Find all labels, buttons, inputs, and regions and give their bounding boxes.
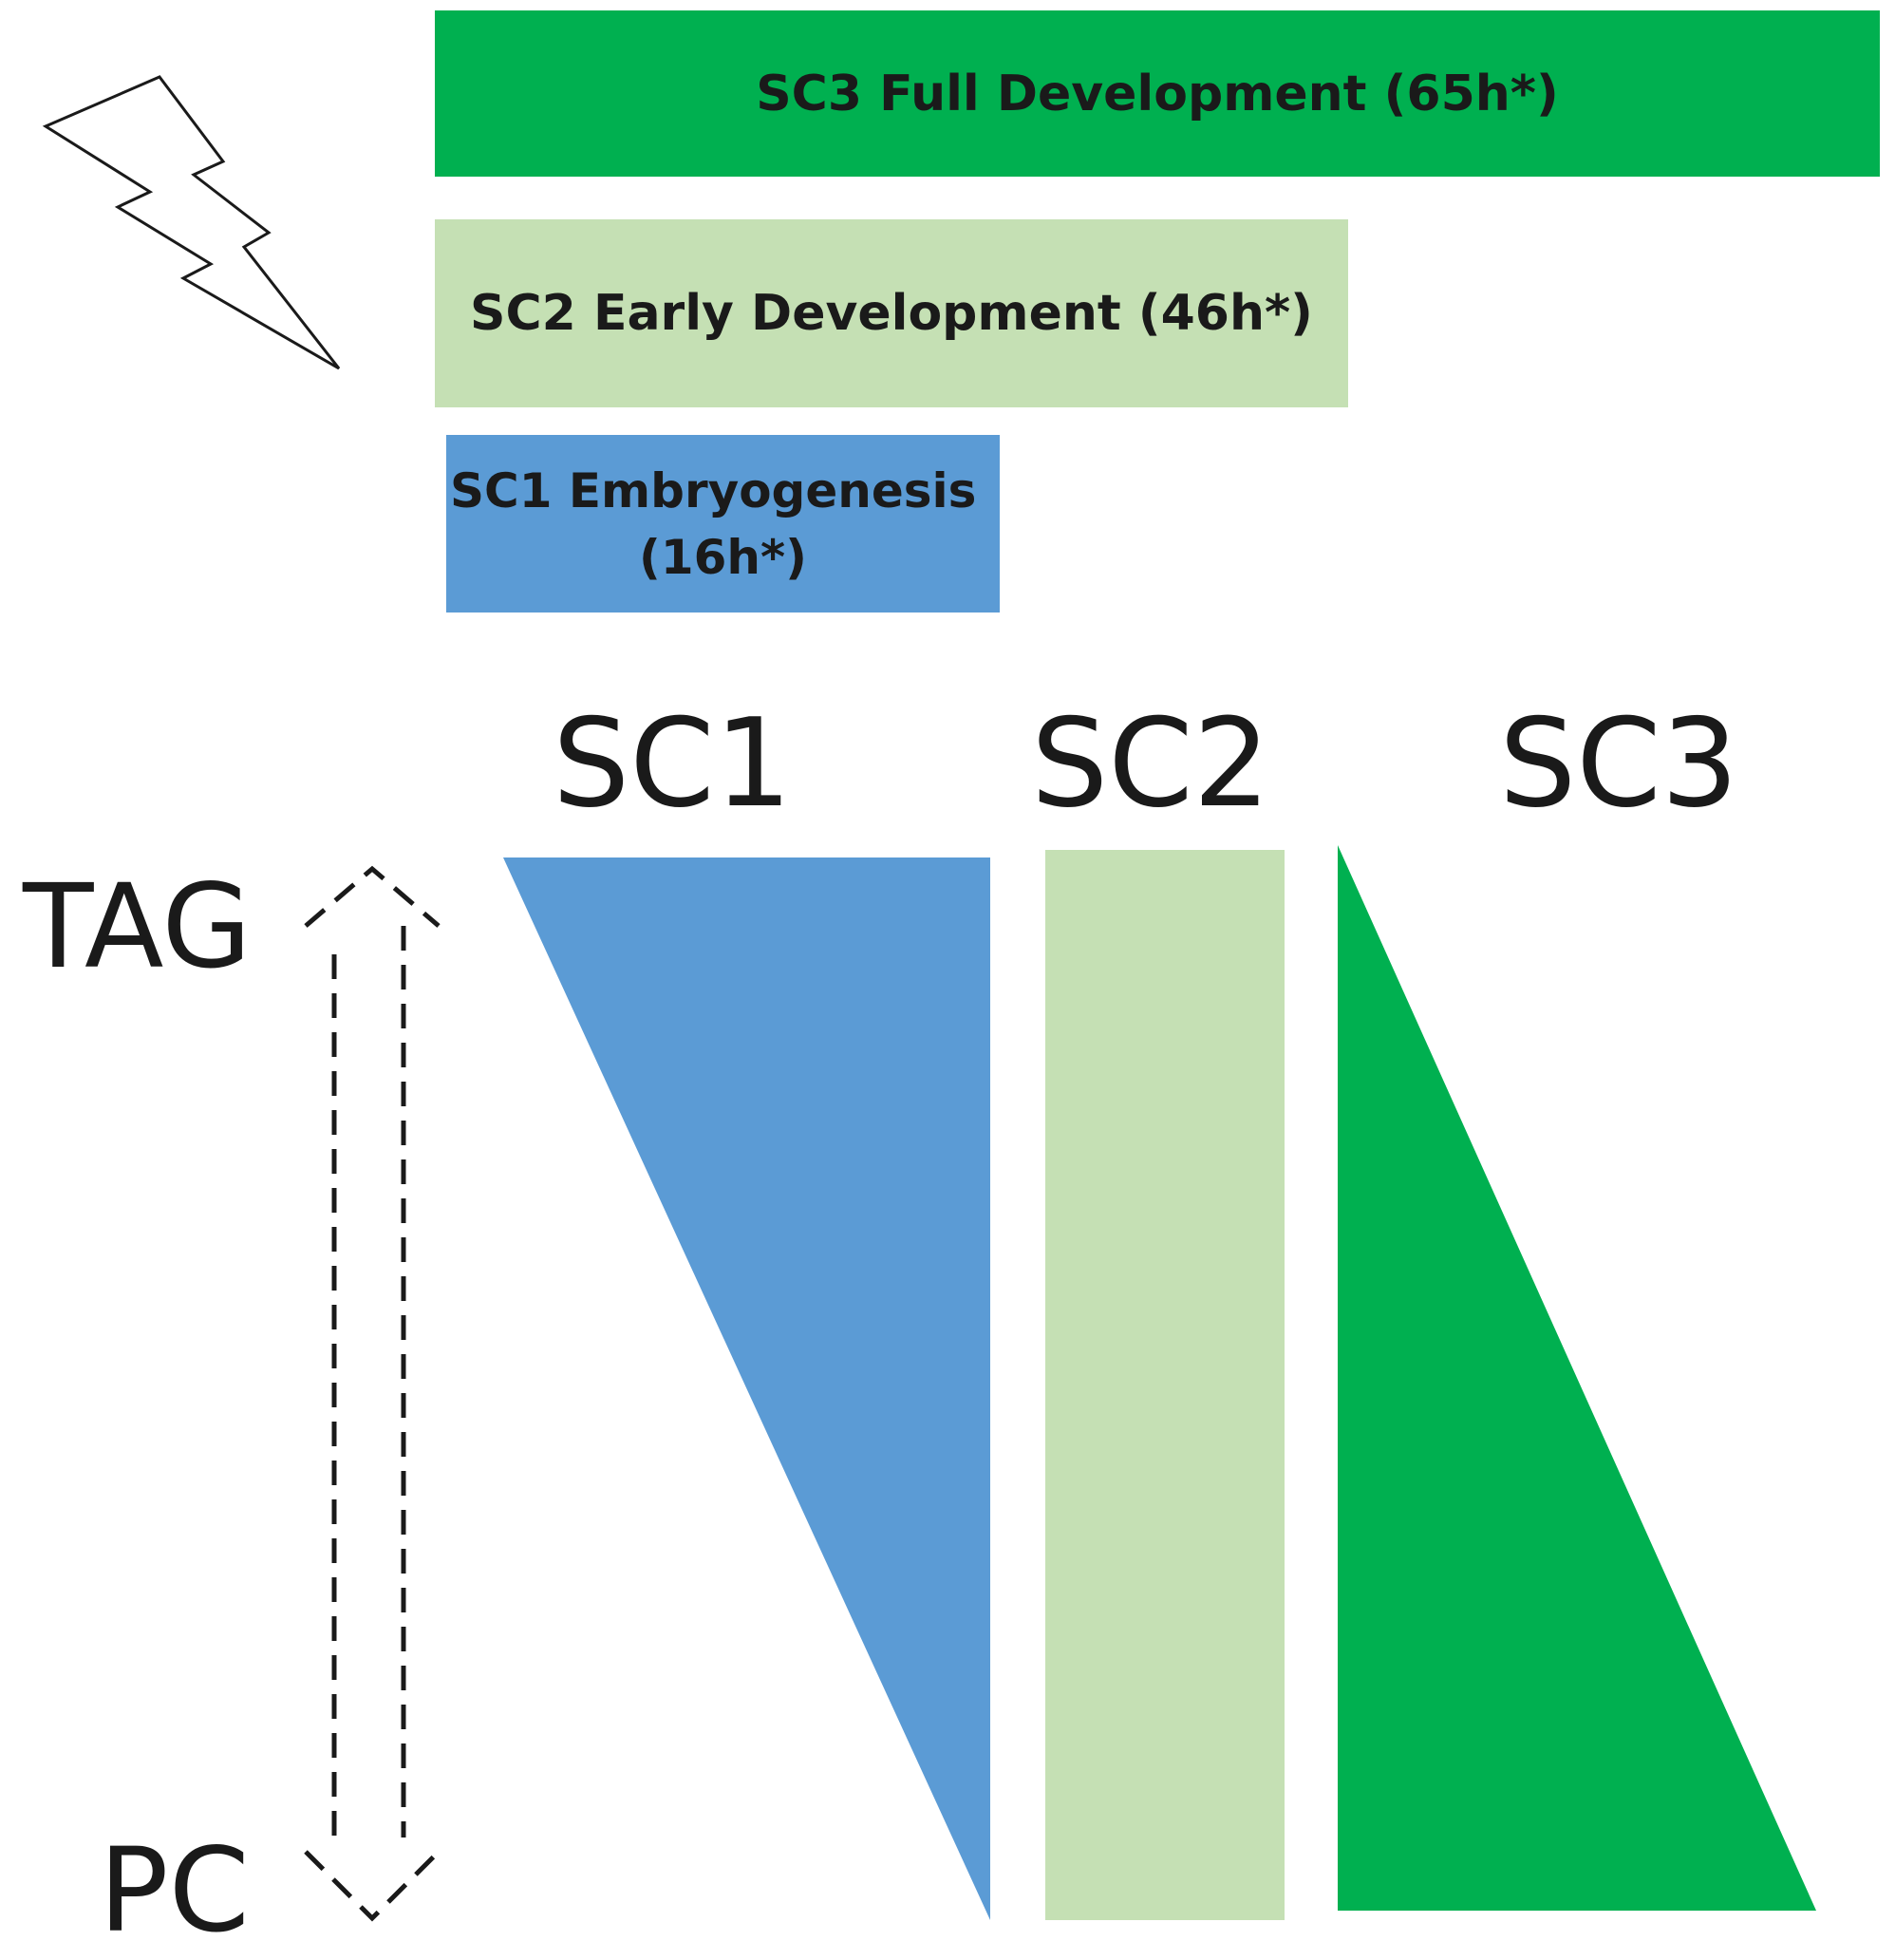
dashed-double-arrow-icon <box>304 865 441 1922</box>
column-label-sc1: SC1 <box>552 693 793 835</box>
sc3-full-development-bar: SC3 Full Development (65h*) <box>435 10 1880 177</box>
sc2-bar-label: SC2 Early Development (46h*) <box>470 285 1313 342</box>
sc3-bar-label: SC3 Full Development (65h*) <box>756 65 1559 122</box>
sc1-embryogenesis-bar: SC1 Embryogenesis (16h*) <box>446 435 1000 612</box>
sc1-triangle <box>503 858 990 1920</box>
column-label-sc2: SC2 <box>1030 693 1271 835</box>
sc2-early-development-bar: SC2 Early Development (46h*) <box>435 219 1348 407</box>
sc2-rectangle <box>1045 850 1285 1920</box>
column-label-sc3: SC3 <box>1498 693 1739 835</box>
sc3-triangle <box>1338 845 1816 1911</box>
sc1-bar-label-line1: SC1 Embryogenesis <box>450 462 977 518</box>
axis-label-tag: TAG <box>23 859 252 994</box>
axis-label-pc: PC <box>99 1823 250 1958</box>
sc1-bar-label-line2: (16h*) <box>638 529 808 585</box>
lightning-bolt-icon <box>42 75 341 370</box>
